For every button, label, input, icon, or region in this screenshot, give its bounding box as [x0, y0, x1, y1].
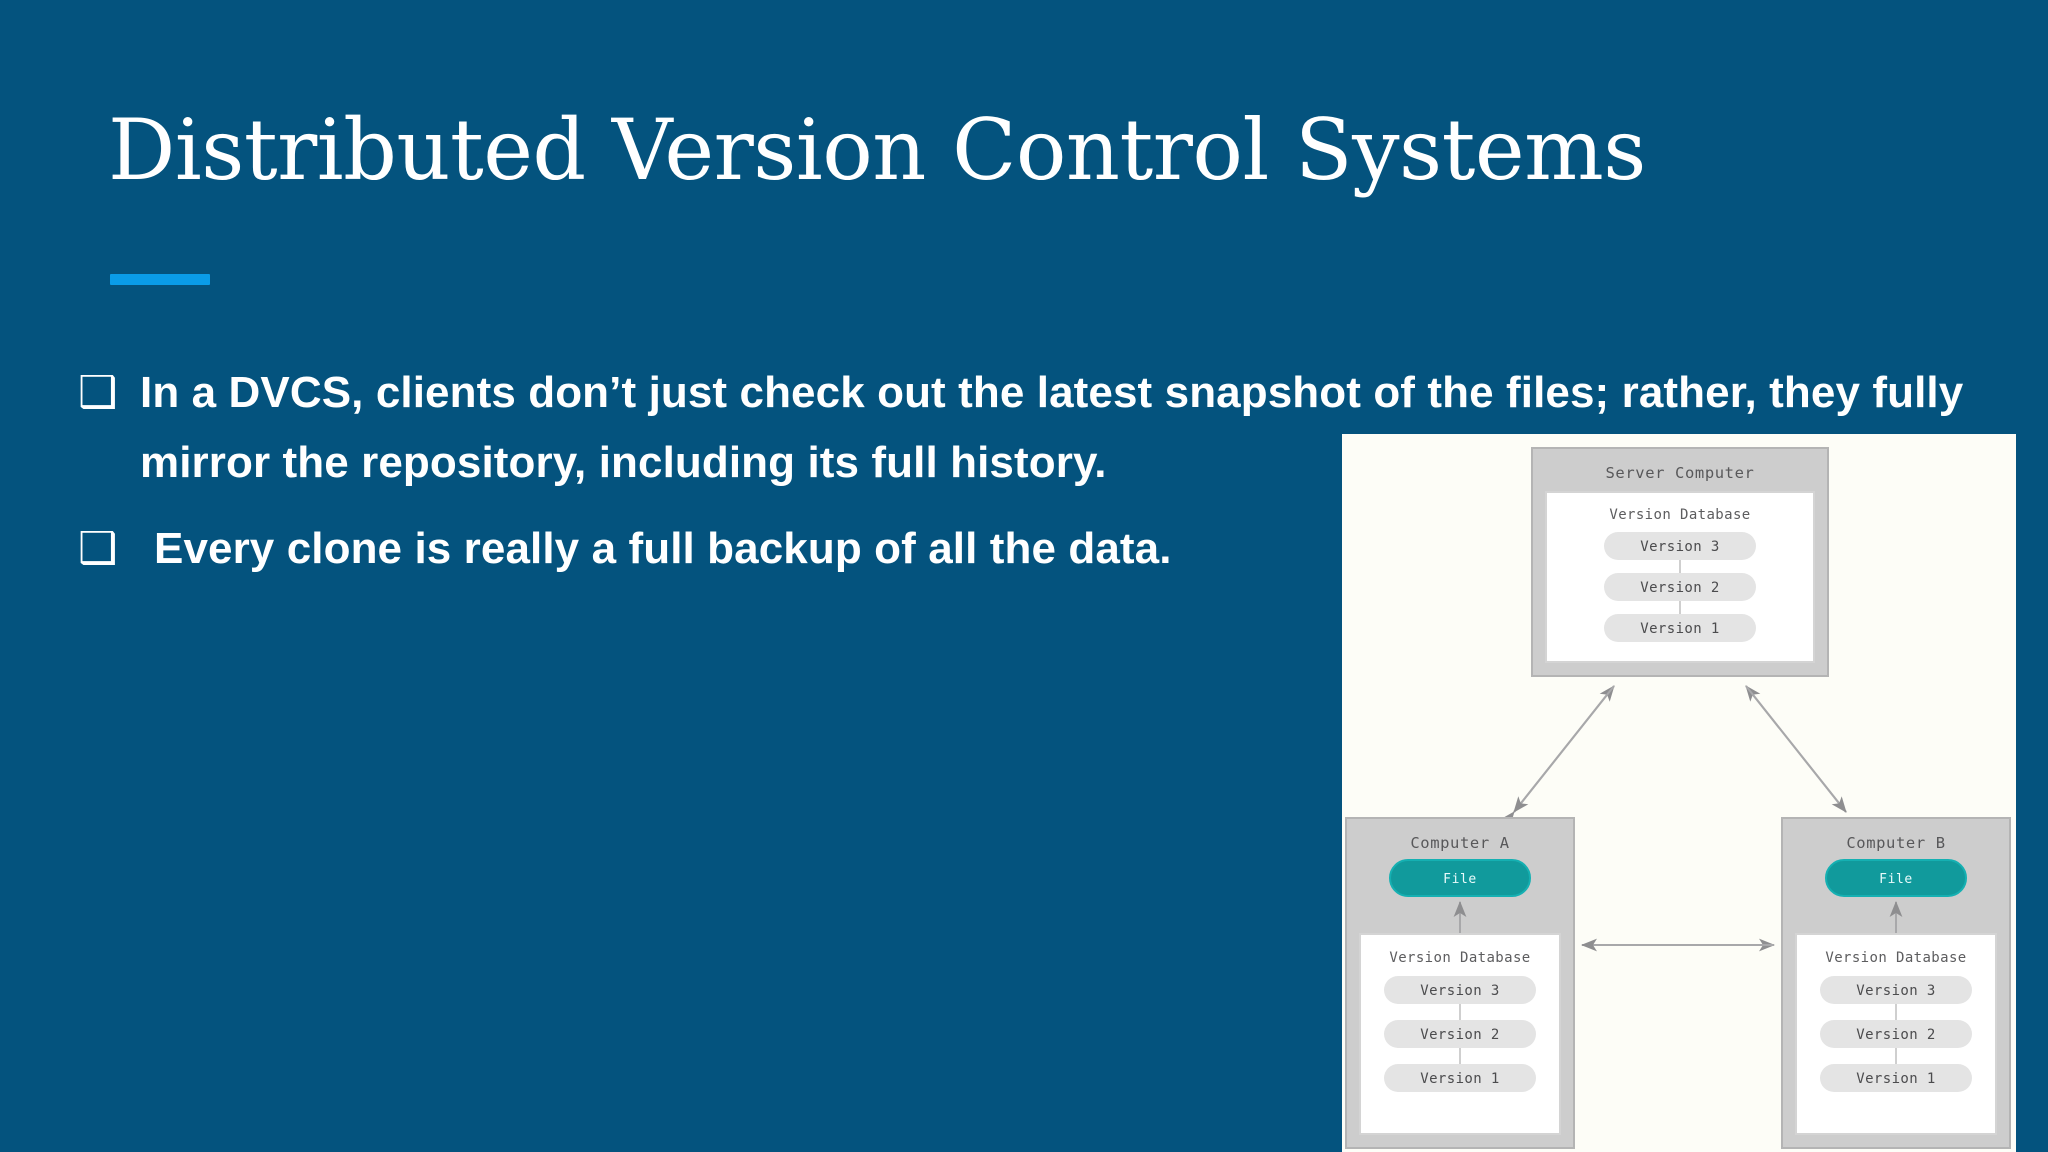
computer-a-version-2: Version 2 — [1420, 1027, 1499, 1043]
computer-b-version-3: Version 3 — [1856, 983, 1935, 999]
computer-b-version-2: Version 2 — [1856, 1027, 1935, 1043]
computer-b-box: Computer B File Version Database Version… — [1781, 817, 2011, 1149]
bullet-text: In a DVCS, clients don’t just check out … — [140, 368, 1964, 487]
checkbox-bullet-icon: ❑ — [78, 523, 118, 574]
checkbox-bullet-icon: ❑ — [78, 367, 118, 418]
server-version-database-label: Version Database — [1609, 507, 1750, 523]
computer-a-box: Computer A File Version Database Version… — [1345, 817, 1575, 1149]
bullet-list: ❑ In a DVCS, clients don’t just check ou… — [78, 358, 2038, 584]
dvcs-diagram-image: Server Computer Version Database Version… — [1342, 434, 2016, 1152]
computer-a-file-pill: File — [1443, 872, 1477, 887]
computer-b-title: Computer B — [1846, 834, 1945, 852]
computer-a-version-database-label: Version Database — [1389, 950, 1530, 966]
computer-a-version-1: Version 1 — [1420, 1071, 1499, 1087]
arrow-server-to-computer-a — [1499, 685, 1615, 828]
server-version-2: Version 2 — [1640, 580, 1719, 596]
server-computer-title: Server Computer — [1606, 464, 1755, 482]
computer-b-file-pill: File — [1879, 872, 1913, 887]
list-item: ❑ In a DVCS, clients don’t just check ou… — [78, 358, 2038, 498]
computer-b-version-database-label: Version Database — [1825, 950, 1966, 966]
server-version-3: Version 3 — [1640, 539, 1719, 555]
arrow-server-to-computer-b — [1745, 685, 1847, 813]
computer-a-version-3: Version 3 — [1420, 983, 1499, 999]
computer-b-version-1: Version 1 — [1856, 1071, 1935, 1087]
page-title: Distributed Version Control Systems — [108, 101, 1646, 199]
bullet-text: Every clone is really a full backup of a… — [154, 524, 1172, 573]
server-computer-box: Server Computer Version Database Version… — [1531, 447, 1829, 677]
title-accent-bar — [110, 274, 210, 285]
server-version-1: Version 1 — [1640, 621, 1719, 637]
computer-a-title: Computer A — [1410, 834, 1509, 852]
list-item: ❑ Every clone is really a full backup of… — [78, 514, 2038, 584]
